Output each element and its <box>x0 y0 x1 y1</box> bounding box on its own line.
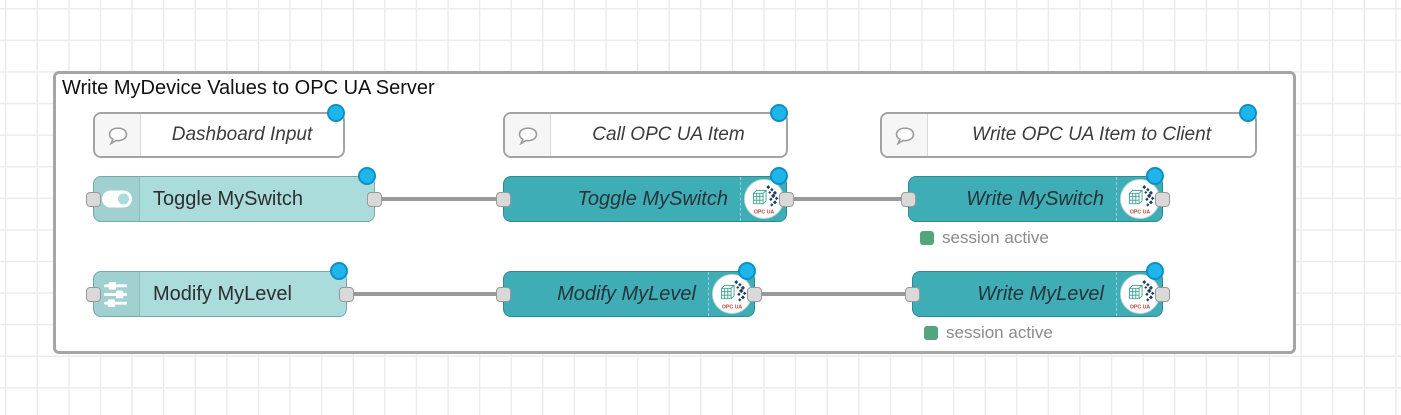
changed-indicator <box>1146 262 1164 280</box>
status-text: session active <box>946 323 1053 342</box>
wire-slider-to-opcua-item[interactable] <box>344 292 507 296</box>
svg-text:OPC UA: OPC UA <box>753 209 774 215</box>
comment-label: Dashboard Input <box>171 124 313 145</box>
changed-indicator <box>738 262 756 280</box>
node-toggle-myswitch-dashboard[interactable]: Toggle MySwitch <box>86 167 382 222</box>
group-title: Write MyDevice Values to OPC UA Server <box>62 77 435 99</box>
node-label: Toggle MySwitch <box>577 187 728 210</box>
wire-opcua-item-to-write-myswitch[interactable] <box>784 197 912 201</box>
changed-indicator <box>770 167 788 185</box>
comment-dashboard-input[interactable]: Dashboard Input <box>93 104 345 158</box>
sliders-icon <box>94 272 140 316</box>
node-modify-mylevel-dashboard[interactable]: Modify MyLevel <box>86 262 354 317</box>
comment-write-opcua-item-to-client[interactable]: Write OPC UA Item to Client <box>880 104 1257 158</box>
changed-indicator <box>770 104 788 122</box>
toggle-switch-icon <box>94 177 140 221</box>
node-write-mylevel-opcua-client[interactable]: Write MyLevel <box>905 262 1170 342</box>
comment-bubble-icon <box>95 114 141 156</box>
output-port[interactable] <box>339 286 354 302</box>
comment-bubble-icon <box>882 114 928 156</box>
input-port[interactable] <box>901 191 916 207</box>
node-status: session active <box>920 228 1049 248</box>
svg-text:OPC UA: OPC UA <box>1129 304 1150 310</box>
changed-indicator <box>330 262 348 280</box>
comment-bubble-icon <box>505 114 551 156</box>
status-dot <box>924 326 938 340</box>
node-write-myswitch-opcua-client[interactable]: Write MySwitch <box>901 167 1170 247</box>
comment-call-opcua-item[interactable]: Call OPC UA Item <box>503 104 788 158</box>
svg-text:OPC UA: OPC UA <box>721 304 742 310</box>
node-toggle-myswitch-opcua-item[interactable]: Toggle MySwitch <box>496 167 794 222</box>
node-label: Modify MyLevel <box>153 282 292 305</box>
output-port[interactable] <box>1155 286 1170 302</box>
changed-indicator <box>358 167 376 185</box>
node-label: Modify MyLevel <box>557 282 696 305</box>
input-port[interactable] <box>496 191 511 207</box>
wire-toggle-to-opcua-item[interactable] <box>372 197 507 201</box>
node-label: Write MyLevel <box>977 282 1104 305</box>
changed-indicator <box>1239 104 1257 122</box>
output-port[interactable] <box>367 191 382 207</box>
opcua-logo-icon: OPC UA <box>1116 272 1162 316</box>
comment-label: Write OPC UA Item to Client <box>972 124 1211 145</box>
output-port[interactable] <box>747 286 762 302</box>
output-port[interactable] <box>779 191 794 207</box>
input-port[interactable] <box>86 286 101 302</box>
output-port[interactable] <box>1155 191 1170 207</box>
node-modify-mylevel-opcua-item[interactable]: Modify MyLevel <box>496 262 762 317</box>
input-port[interactable] <box>905 286 920 302</box>
wire-opcua-item-to-write-mylevel[interactable] <box>752 292 916 296</box>
svg-text:OPC UA: OPC UA <box>1129 209 1150 215</box>
node-status: session active <box>924 323 1053 343</box>
status-dot <box>920 231 934 245</box>
node-label: Toggle MySwitch <box>153 187 304 210</box>
comment-label: Call OPC UA Item <box>592 124 745 145</box>
input-port[interactable] <box>496 286 511 302</box>
changed-indicator <box>1146 167 1164 185</box>
status-text: session active <box>942 228 1049 247</box>
node-label: Write MySwitch <box>966 187 1104 210</box>
input-port[interactable] <box>86 191 101 207</box>
changed-indicator <box>327 104 345 122</box>
